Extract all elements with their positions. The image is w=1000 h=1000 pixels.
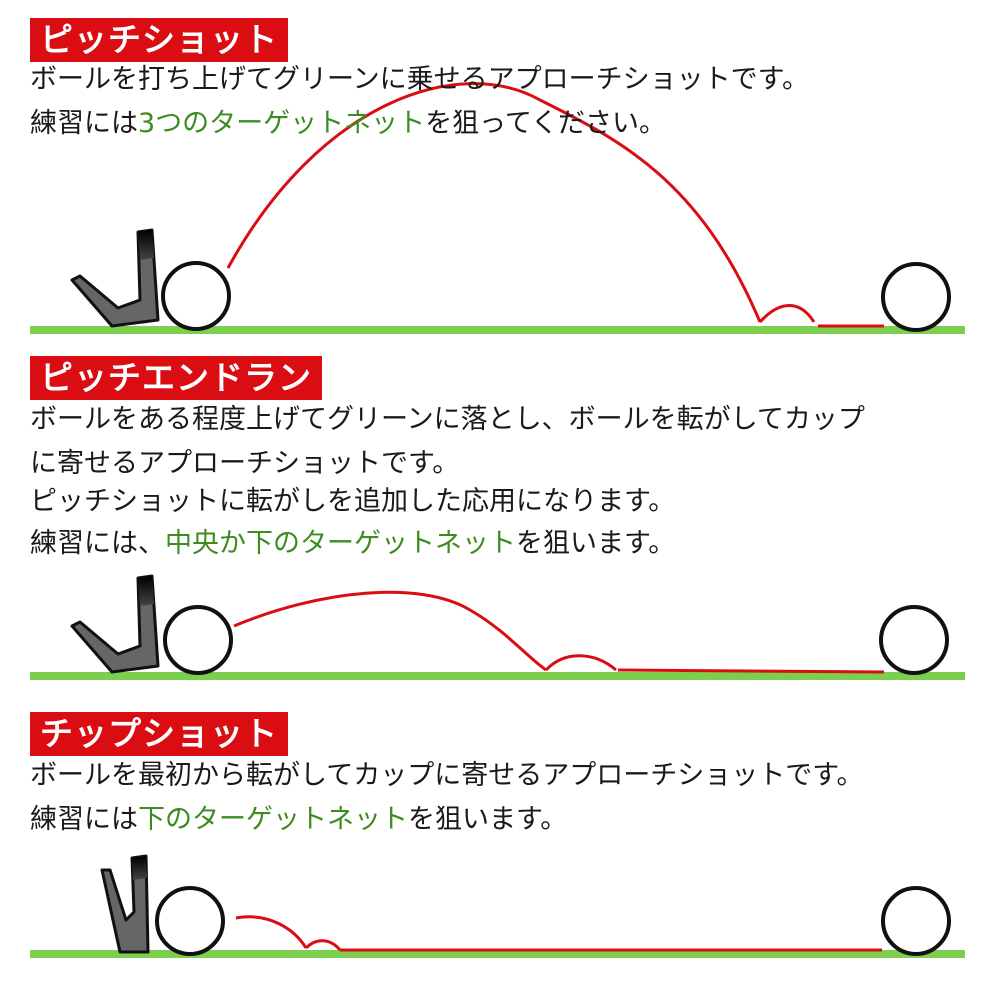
chip-shot-diagram [30, 854, 965, 958]
text: ボールをある程度上げてグリーンに落とし、ボールを転がしてカップ [30, 404, 865, 435]
golf-club-icon [70, 574, 160, 674]
golf-ball-icon [163, 605, 233, 675]
highlight-text: 3つのターゲットネット [138, 108, 426, 139]
text: ボールを打ち上げてグリーンに乗せるアプローチショットです。 [30, 64, 809, 95]
cup-ball-icon [881, 886, 951, 956]
description-line: ボールを最初から転がしてカップに寄せるアプローチショットです。 [30, 758, 864, 794]
golf-ball-icon [161, 261, 231, 331]
text: 練習には [30, 804, 138, 835]
text: ピッチショットに転がしを追加した応用になります。 [30, 486, 676, 517]
green-ground [30, 950, 965, 958]
golf-club-icon [70, 228, 160, 328]
bounce [544, 654, 617, 672]
trajectory [233, 590, 547, 672]
description-line: 練習には3つのターゲットネットを狙ってください。 [30, 106, 666, 142]
text: 練習には [30, 108, 138, 139]
description-line: ピッチショットに転がしを追加した応用になります。 [30, 484, 675, 520]
highlight-text: 下のターゲットネット [138, 804, 408, 835]
description-line: ボールを打ち上げてグリーンに乗せるアプローチショットです。 [30, 62, 809, 98]
description-line: 練習には、中央か下のターゲットネットを狙います。 [30, 526, 675, 562]
text: に寄せるアプローチショットです。 [30, 448, 460, 479]
text: ボールを最初から転がしてカップに寄せるアプローチショットです。 [30, 760, 864, 791]
golf-ball-icon [155, 886, 225, 956]
bounce [758, 304, 816, 324]
green-ground [30, 672, 965, 680]
roll [617, 668, 885, 674]
section-title: ピッチエンドラン [30, 356, 322, 400]
text: 練習には、 [30, 528, 165, 559]
section-title: ピッチショット [30, 18, 288, 62]
description-line: に寄せるアプローチショットです。 [30, 446, 459, 482]
golf-club-icon [100, 854, 150, 954]
cup-ball-icon [879, 605, 949, 675]
pitch-and-run-diagram [30, 574, 965, 680]
text: を狙います。 [408, 804, 568, 835]
trajectory [235, 915, 308, 949]
green-ground [30, 326, 965, 334]
highlight-text: 中央か下のターゲットネット [165, 528, 516, 559]
text: を狙います。 [516, 528, 676, 559]
cup-ball-icon [881, 262, 951, 332]
bounce [304, 939, 342, 952]
description-line: ボールをある程度上げてグリーンに落とし、ボールを転がしてカップ [30, 402, 865, 438]
text: を狙ってください。 [425, 108, 667, 139]
section-title: チップショット [30, 712, 288, 756]
description-line: 練習には下のターゲットネットを狙います。 [30, 802, 567, 838]
